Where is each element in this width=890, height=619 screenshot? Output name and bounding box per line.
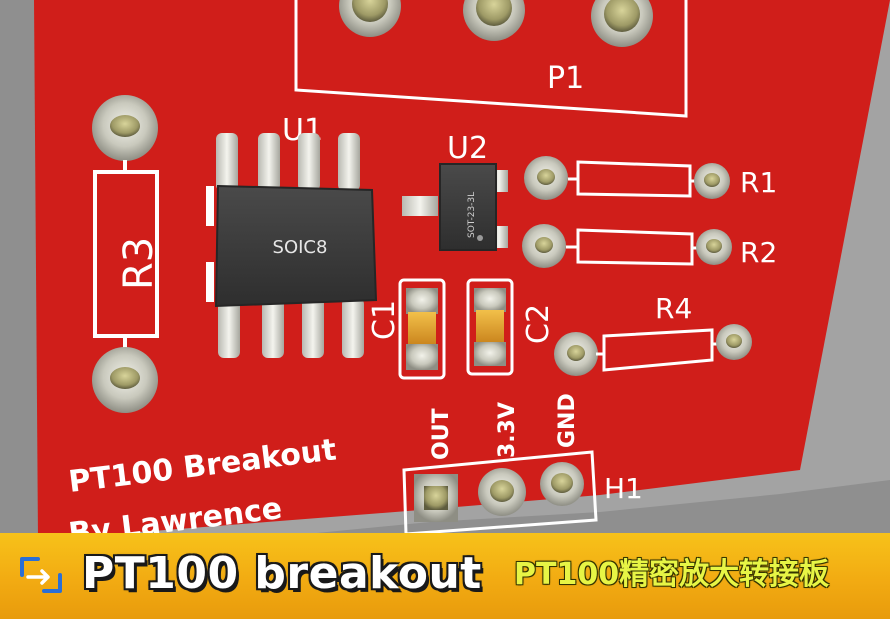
resistor-r3: R3 [92,95,162,413]
resistor-r1: R1 [524,156,777,200]
capacitor-c1: C1 [367,278,446,380]
label-c2: C2 [521,304,556,344]
resistor-r4: R4 [554,292,752,376]
caption-banner: PT100 breakout PT100精密放大转接板 [0,533,890,619]
ic-u1: U1 SOIC8 [206,113,378,358]
label-p1: P1 [547,61,584,96]
connector-p1: P1 [294,0,688,118]
label-pin-out: OUT [429,408,454,460]
label-r4: R4 [655,292,692,325]
banner-subtitle: PT100精密放大转接板 [514,557,830,592]
ic-u2: U2 SOT-23-3L [402,131,508,251]
label-r2: R2 [740,236,777,269]
label-r1: R1 [740,166,777,199]
label-pin-gnd: GND [555,393,580,448]
resistor-r2: R2 [522,224,777,269]
u1-package-label: SOIC8 [273,237,328,258]
capacitor-c2: C2 [466,278,556,376]
label-h1: H1 [604,472,643,505]
banner-title: PT100 breakout [82,548,482,599]
u2-package-label: SOT-23-3L [467,192,477,238]
pcb-board [34,0,890,540]
label-pin-3v3: 3.3V [495,402,520,458]
label-r3: R3 [116,237,162,290]
header-h1: H1 [402,450,643,536]
label-c1: C1 [367,300,402,340]
expand-arrows-icon [20,557,62,593]
label-u2: U2 [447,131,488,166]
